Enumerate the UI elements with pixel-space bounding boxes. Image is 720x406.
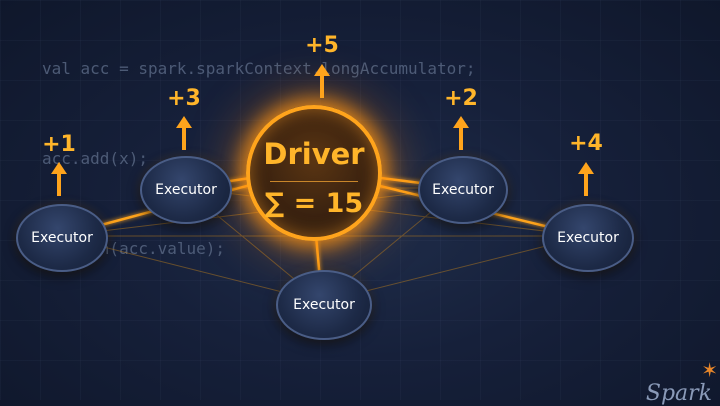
mesh-line: [183, 187, 587, 237]
executor-label: Executor: [31, 230, 93, 246]
executor-node-upper-left: Executor: [140, 156, 232, 224]
spark-logo-text: Spark: [645, 381, 712, 406]
executor-node-bottom: Executor: [276, 270, 372, 340]
up-arrow-icon: [51, 162, 67, 196]
up-arrow-icon: [578, 162, 594, 196]
up-arrow-icon: [314, 64, 330, 98]
executor-label: Executor: [557, 230, 619, 246]
spark-star-icon: ✶: [701, 358, 718, 382]
up-arrow-icon: [453, 116, 469, 150]
increment-label: +5: [305, 33, 339, 58]
increment-label: +3: [167, 86, 201, 111]
executor-node-right: Executor: [542, 204, 634, 272]
driver-title: Driver: [263, 137, 365, 171]
driver-sum: ∑ = 15: [264, 188, 364, 219]
executor-label: Executor: [155, 182, 217, 198]
executor-node-upper-right: Executor: [418, 156, 508, 224]
executor-node-left: Executor: [16, 204, 108, 272]
code-line: val acc = spark.sparkContext.longAccumul…: [42, 59, 476, 78]
driver-node: [246, 105, 382, 241]
up-arrow-icon: [176, 116, 192, 150]
executor-label: Executor: [293, 297, 355, 313]
driver-divider: [270, 181, 358, 182]
increment-label: +4: [569, 131, 603, 156]
executor-label: Executor: [432, 182, 494, 198]
increment-label: +2: [444, 86, 478, 111]
code-line: acc.add(x);: [42, 149, 148, 168]
increment-label: +1: [42, 132, 76, 157]
